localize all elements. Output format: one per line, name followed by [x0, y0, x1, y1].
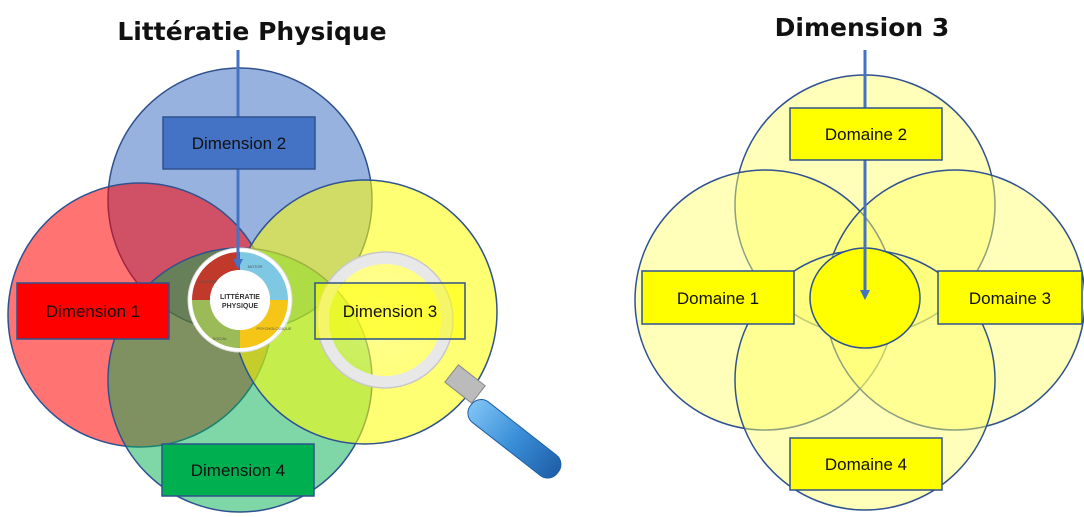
right-diagram-title: Dimension 3: [775, 13, 950, 42]
domain-1-label: Domaine 1: [677, 289, 759, 308]
dimension-3-box: Dimension 3: [314, 282, 466, 340]
logo-segment-label-cognitif: COGNITIF: [198, 279, 218, 284]
magnifier-handle: [467, 399, 562, 479]
domain-2-box: Domaine 2: [789, 107, 943, 161]
logo-segment-label-motor: MOTOR: [248, 264, 263, 269]
logo-segment-motor: [240, 252, 288, 300]
litteratie-logo: LITTÉRATIE PHYSIQUE MOTOR COGNITIF PSYCH…: [187, 247, 293, 353]
right-diagram: Dimension 3 Domaine 2 Domaine 1 Domaine …: [634, 13, 1084, 511]
dimension-3-label: Dimension 3: [343, 302, 438, 321]
dimension-4-label: Dimension 4: [191, 461, 286, 480]
left-diagram: Littératie Physique LITTÉRATIE PHYSIQUE …: [7, 17, 562, 513]
domain-3-box: Domaine 3: [937, 270, 1083, 325]
logo-segment-social: [192, 300, 240, 348]
logo-segment-cognitif: [192, 252, 240, 300]
left-diagram-title: Littératie Physique: [117, 17, 386, 46]
dimension-2-box: Dimension 2: [162, 116, 316, 170]
domain-1-box: Domaine 1: [641, 270, 795, 325]
logo-line-1: LITTÉRATIE: [220, 292, 260, 301]
logo-segment-label-psychologique: PSYCHOLOGIQUE: [256, 326, 291, 331]
dimension-2-label: Dimension 2: [192, 134, 287, 153]
dimension-4-box: Dimension 4: [161, 443, 315, 497]
domain-4-box: Domaine 4: [789, 437, 943, 491]
dimension-1-box: Dimension 1: [16, 282, 170, 340]
logo-segment-label-social: SOCIAL: [213, 336, 228, 341]
domain-4-label: Domaine 4: [825, 455, 907, 474]
logo-segment-psychologique: [240, 300, 288, 348]
domain-3-label: Domaine 3: [969, 289, 1051, 308]
logo-line-2: PHYSIQUE: [222, 303, 259, 310]
dimension-1-label: Dimension 1: [46, 302, 141, 321]
magnifier-collar: [444, 364, 486, 404]
domain-2-label: Domaine 2: [825, 125, 907, 144]
logo-center: [210, 270, 270, 330]
